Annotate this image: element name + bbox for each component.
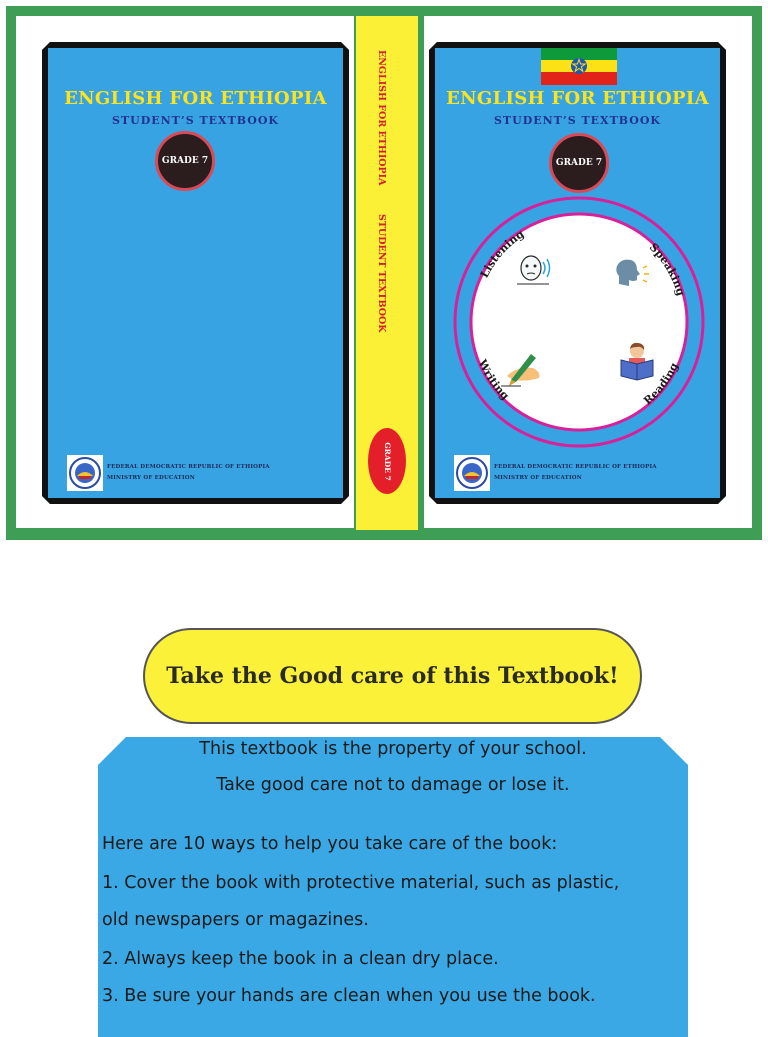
grade-label: GRADE 7 xyxy=(161,156,209,166)
front-cover-subtitle: STUDENT’S TEXTBOOK xyxy=(493,114,661,127)
writing-icon xyxy=(501,354,539,386)
back-cover-title: ENGLISH FOR ETHIOPIA xyxy=(64,88,327,109)
care-banner: Take the Good care of this Textbook! xyxy=(143,628,642,724)
back-cover-grade-badge: GRADE 7 xyxy=(155,131,215,191)
back-cover: ENGLISH FOR ETHIOPIA STUDENT’S TEXTBOOK … xyxy=(42,42,349,504)
care-instructions-box: This textbook is the property of your sc… xyxy=(98,737,688,1037)
care-intro-line-2: Take good care not to damage or lose it. xyxy=(216,775,570,795)
spine-title: ENGLISH FOR ETHIOPIA xyxy=(376,50,387,186)
publisher-line-1: FEDERAL DEMOCRATIC REPUBLIC OF ETHIOPIA xyxy=(107,464,270,470)
speaking-icon xyxy=(616,260,649,286)
publisher-line-2: MINISTRY OF EDUCATION xyxy=(107,475,195,481)
spine-grade-badge: GRADE 7 xyxy=(368,428,406,494)
back-cover-subtitle: STUDENT’S TEXTBOOK xyxy=(111,114,279,127)
care-banner-title: Take the Good care of this Textbook! xyxy=(166,663,619,689)
front-cover-publisher: FEDERAL DEMOCRATIC REPUBLIC OF ETHIOPIA … xyxy=(454,455,657,491)
ethiopia-flag-icon xyxy=(541,47,617,85)
publisher-line-1: FEDERAL DEMOCRATIC REPUBLIC OF ETHIOPIA xyxy=(494,464,657,470)
grade-label: GRADE 7 xyxy=(555,158,603,168)
back-cover-publisher: FEDERAL DEMOCRATIC REPUBLIC OF ETHIOPIA … xyxy=(67,455,270,491)
spine-subtitle: STUDENT TEXTBOOK xyxy=(376,214,387,333)
care-lead-line: Here are 10 ways to help you take care o… xyxy=(102,834,558,854)
book-spine: ENGLISH FOR ETHIOPIA STUDENT TEXTBOOK GR… xyxy=(356,16,418,530)
listening-icon xyxy=(517,256,550,284)
spine-grade-label: GRADE 7 xyxy=(382,441,392,481)
reading-icon xyxy=(621,343,653,380)
language-skills-ring: Listening Speaking Writing Reading xyxy=(453,196,706,449)
publisher-line-2: MINISTRY OF EDUCATION xyxy=(494,475,582,481)
front-cover-title: ENGLISH FOR ETHIOPIA xyxy=(446,88,709,109)
care-tip-1-line-1: 1. Cover the book with protective materi… xyxy=(102,873,620,893)
ministry-logo-icon xyxy=(67,455,103,491)
care-tip-3: 3. Be sure your hands are clean when you… xyxy=(102,986,596,1006)
care-tip-2: 2. Always keep the book in a clean dry p… xyxy=(102,949,499,969)
ministry-logo-icon xyxy=(454,455,490,491)
front-cover: ENGLISH FOR ETHIOPIA STUDENT’S TEXTBOOK … xyxy=(429,42,726,504)
care-tip-1-line-2: old newspapers or magazines. xyxy=(102,910,369,930)
front-cover-grade-badge: GRADE 7 xyxy=(549,133,609,193)
care-intro-line-1: This textbook is the property of your sc… xyxy=(199,739,587,759)
